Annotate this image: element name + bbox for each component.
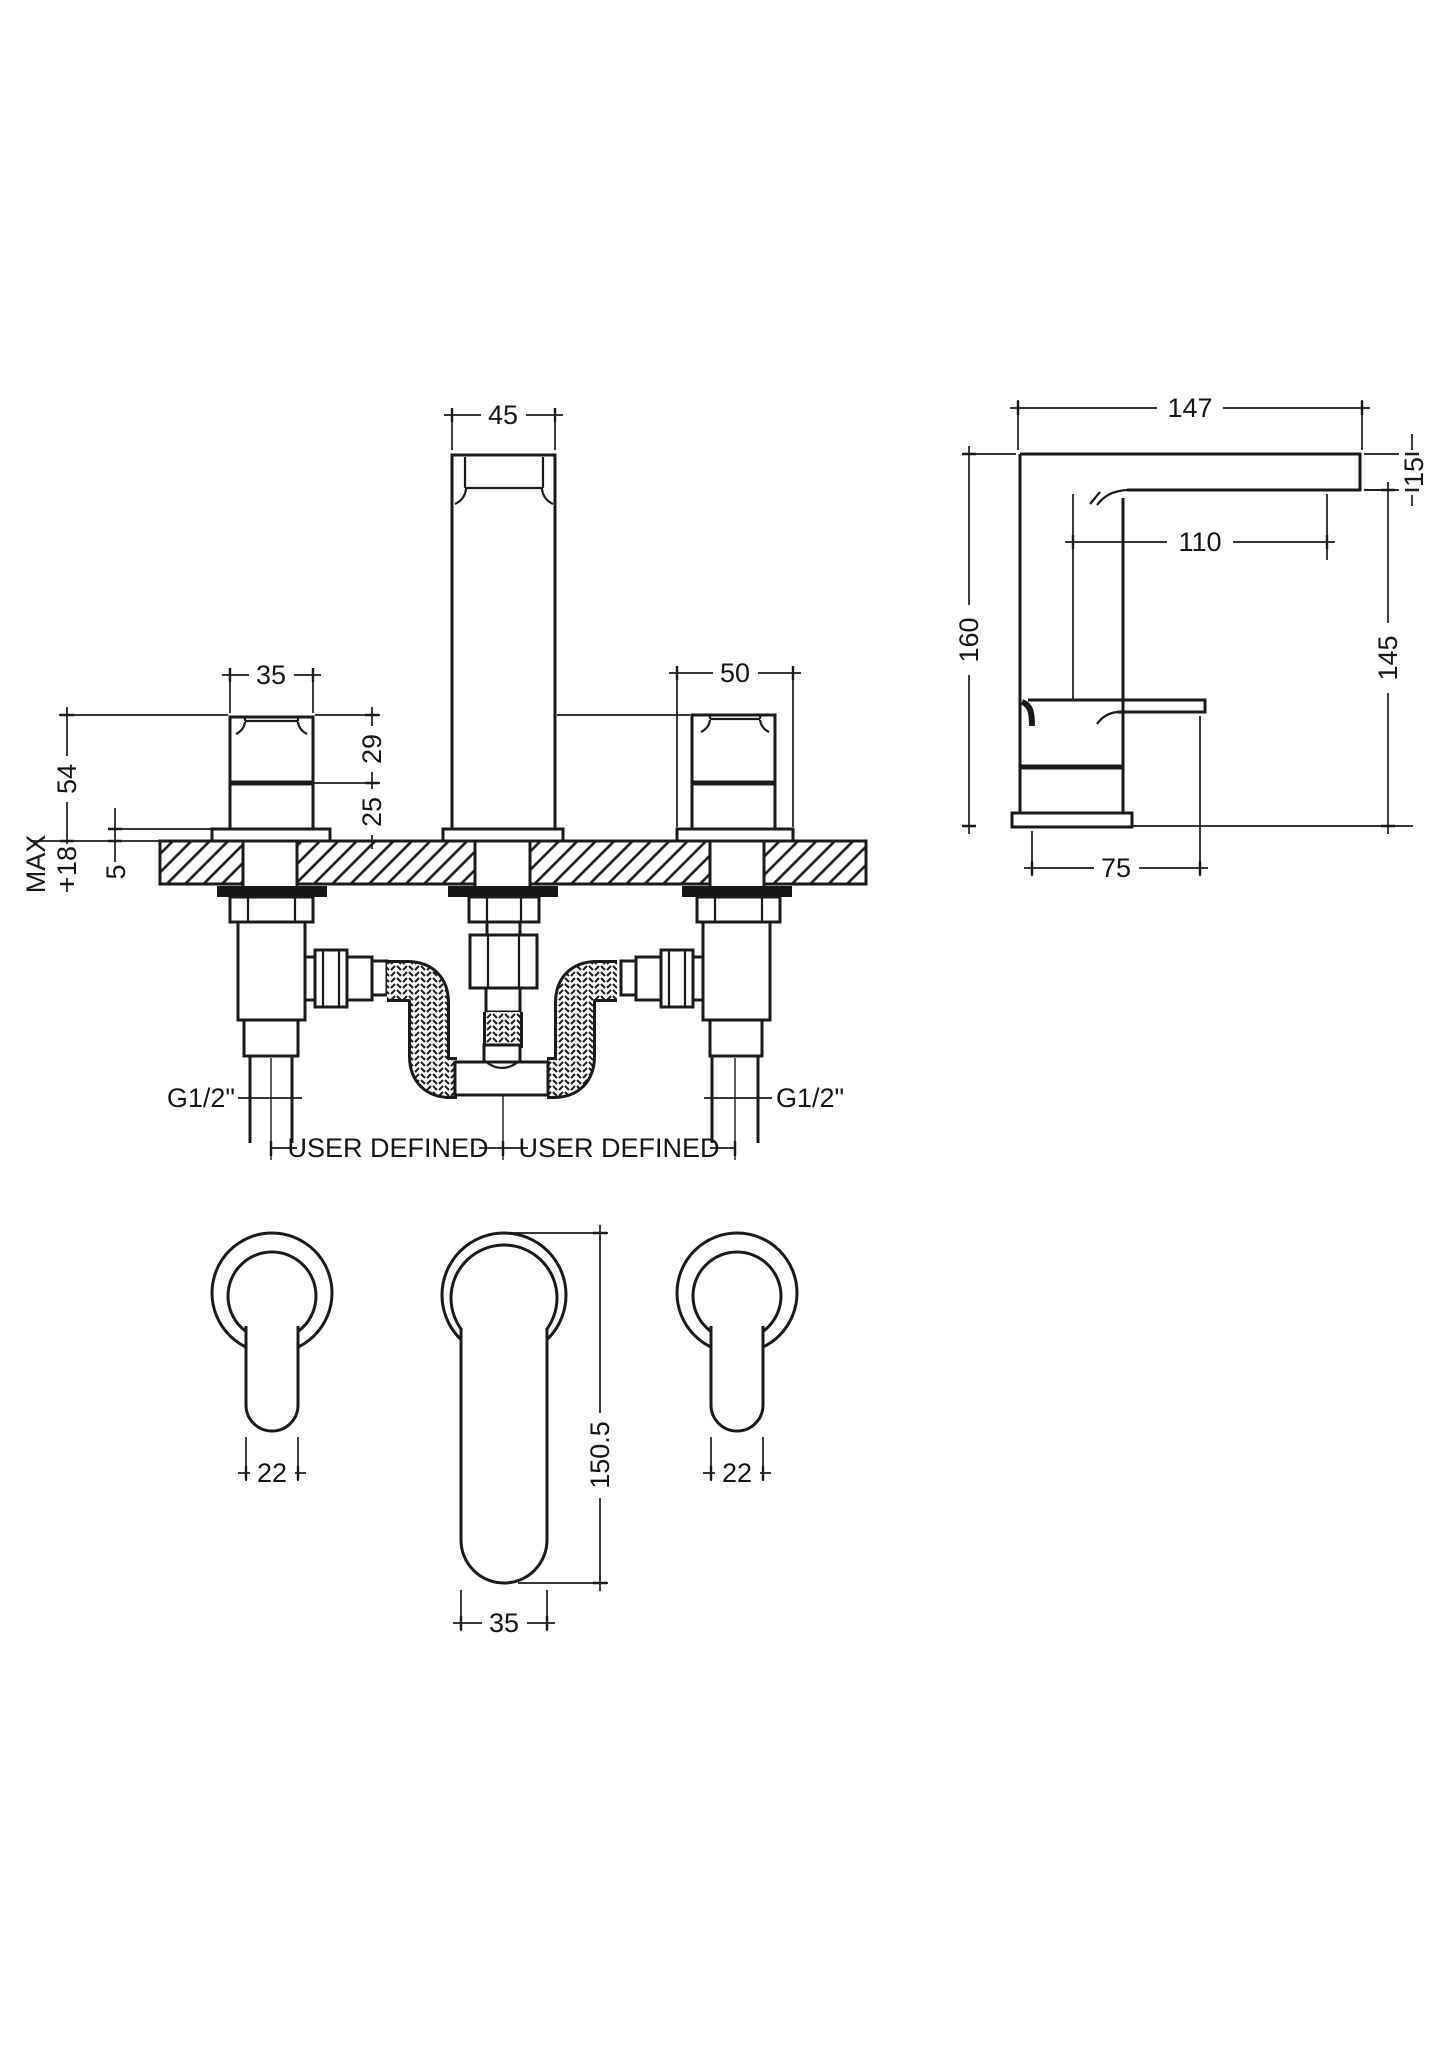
right-compression-nut: [659, 948, 695, 1009]
dim-left-handle-width: 35: [256, 660, 286, 690]
dim-handle-lower: 25: [357, 797, 387, 827]
dim-plate-thickness: 5: [101, 864, 131, 879]
dim-plan-right-handle: 22: [722, 1458, 752, 1488]
left-handle-baseplate: [210, 827, 332, 843]
dim-plan-left-handle: 22: [257, 1458, 287, 1488]
right-washer: [682, 886, 792, 897]
left-locknut: [228, 895, 315, 924]
dim-handle-upper: 29: [357, 734, 387, 764]
deck-hole-right: [710, 839, 764, 886]
left-handle-cap: [235, 717, 308, 735]
front-dim-ticks: [60, 408, 795, 1156]
right-handle-cap: [700, 715, 770, 733]
left-valve-body: [236, 920, 307, 1022]
plan-left-handle-stem: [244, 1326, 300, 1433]
side-dim-lines: [962, 400, 1421, 876]
plan-right-handle-stem: [709, 1326, 765, 1433]
side-lever: [1028, 698, 1207, 714]
thread-label-left: G1/2": [167, 1083, 235, 1113]
right-locknut: [695, 895, 782, 924]
shank-sides: [241, 841, 766, 886]
dim-reach: 147: [1167, 393, 1212, 423]
spout-baseplate: [441, 827, 565, 843]
center-neck: [485, 920, 522, 937]
right-port-cylinder: [634, 955, 663, 1002]
center-washer: [448, 886, 558, 897]
left-port-cylinder: [345, 955, 374, 1002]
side-view: 147 15 110 160 145 75: [954, 393, 1429, 883]
right-reducer: [708, 1018, 764, 1058]
deck-hole-left: [243, 839, 297, 886]
hose-label-left: USER DEFINED: [287, 1133, 488, 1163]
side-dim-ticks: [962, 401, 1419, 875]
tee-nipple-arc: [485, 1061, 519, 1070]
right-hose-nipple: [619, 959, 638, 997]
dim-plan-spout-width: 35: [489, 1608, 519, 1638]
dim-plan-spout-length: 150.5: [585, 1421, 615, 1489]
spout-body: [450, 453, 557, 831]
tee-nipple: [482, 1043, 522, 1064]
left-compression-nut: [313, 948, 349, 1009]
deck-max-label: MAX: [21, 835, 51, 894]
braided-hoses: [387, 960, 617, 1099]
dim-deck-thickness: 18: [52, 846, 82, 876]
left-braided-hose: [387, 963, 457, 1096]
right-braided-hose: [547, 963, 617, 1096]
plan-dim-ticks: [244, 1231, 765, 1630]
left-washer: [217, 886, 327, 897]
dim-spout-height: 145: [1373, 635, 1403, 680]
dim-spout-width: 45: [488, 400, 518, 430]
right-handle-baseplate: [675, 827, 795, 843]
dim-projection: 110: [1178, 527, 1221, 557]
center-stub: [484, 986, 522, 1014]
plan-spout-stem: [459, 1329, 549, 1585]
right-valve-body: [701, 920, 772, 1022]
deck-hole-center: [475, 839, 530, 886]
side-body-corner: [1020, 699, 1035, 727]
spout-cap-hooks: [454, 488, 554, 505]
left-reducer: [242, 1018, 300, 1058]
dim-body-depth: 75: [1101, 853, 1131, 883]
thread-label-right: G1/2": [776, 1083, 844, 1113]
dim-right-handle-width: 50: [720, 658, 750, 688]
side-baseplate: [1010, 811, 1134, 829]
dim-spout-thickness: 15: [1399, 457, 1429, 487]
side-lever-hook: [1096, 710, 1118, 725]
dim-handle-height: 54: [52, 764, 82, 794]
center-locknut: [467, 895, 541, 924]
side-spout-bar: [1020, 452, 1362, 492]
left-handle-body: [228, 715, 315, 831]
plan-view: 22 22 150.5 35: [210, 1225, 799, 1638]
side-spout-hook: [1089, 488, 1128, 506]
dim-total-height: 160: [954, 617, 984, 662]
center-union-nut: [468, 933, 539, 990]
left-hose-nipple: [370, 959, 389, 997]
front-view: 45 35 50 29 25 54 MAX 18 5 G1/2" G1/2" U…: [21, 400, 868, 1163]
hose-label-right: USER DEFINED: [518, 1133, 719, 1163]
right-handle-body: [690, 713, 777, 831]
spout-cap-detail: [463, 457, 545, 490]
